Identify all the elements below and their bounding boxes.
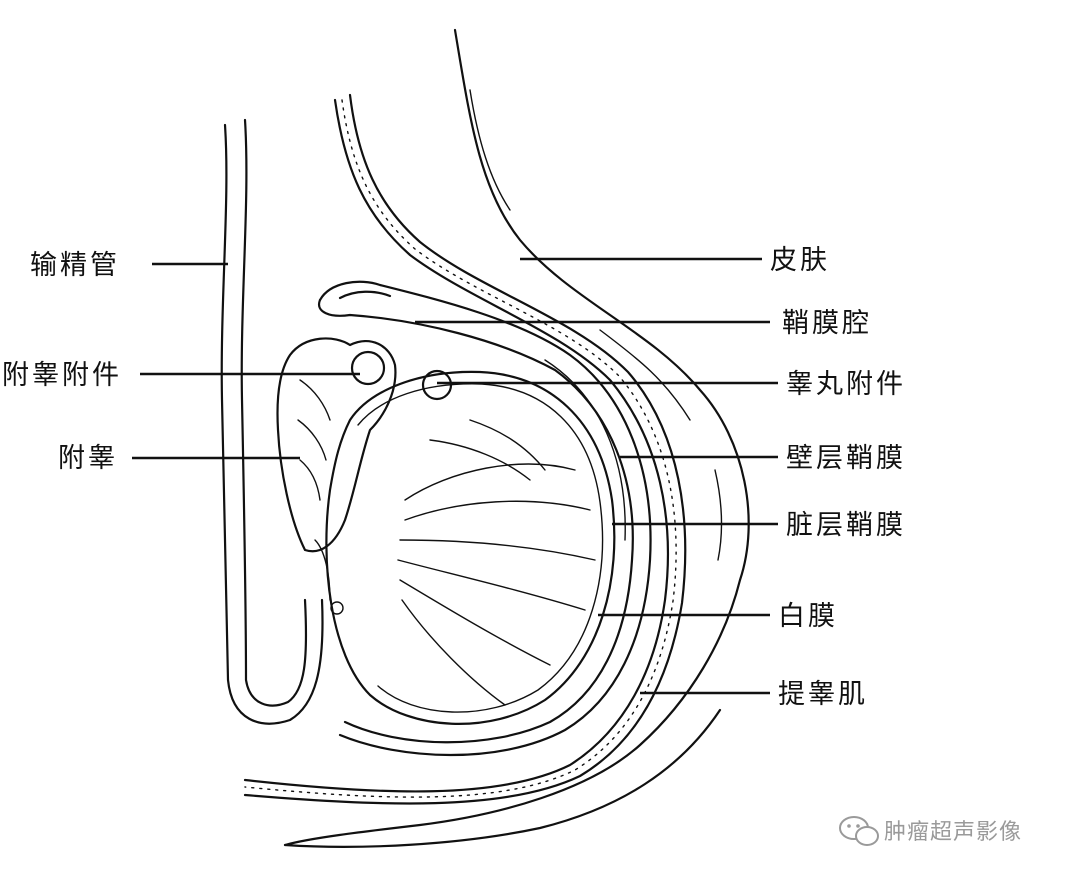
label-cremaster: 提睾肌 <box>778 679 868 710</box>
label-visceral-tunica-vaginalis: 脏层鞘膜 <box>786 510 906 541</box>
label-epididymis: 附睾 <box>58 443 118 474</box>
label-skin: 皮肤 <box>770 245 830 276</box>
label-appendix-testis: 睾丸附件 <box>786 369 906 400</box>
label-tunica-vaginalis-cavity: 鞘膜腔 <box>782 308 872 339</box>
labels: 输精管 附睾附件 附睾 皮肤 鞘膜腔 睾丸附件 壁层鞘膜 脏层鞘膜 白膜 提睾肌 <box>2 245 906 710</box>
wechat-icon <box>839 816 879 846</box>
label-tunica-albuginea: 白膜 <box>778 601 838 632</box>
leader-lines <box>132 257 778 695</box>
watermark: 肿瘤超声影像 <box>839 816 1022 846</box>
label-vas-deferens: 输精管 <box>30 250 120 281</box>
label-parietal-tunica-vaginalis: 壁层鞘膜 <box>786 443 906 474</box>
cremaster-layer <box>243 93 687 805</box>
scrotal-skin <box>283 28 750 848</box>
watermark-text: 肿瘤超声影像 <box>884 820 1022 845</box>
label-appendix-epididymis: 附睾附件 <box>2 360 122 391</box>
epididymis <box>276 337 397 553</box>
vas-deferens <box>220 118 344 725</box>
testis <box>325 369 616 725</box>
tunica-vaginalis <box>317 280 652 757</box>
